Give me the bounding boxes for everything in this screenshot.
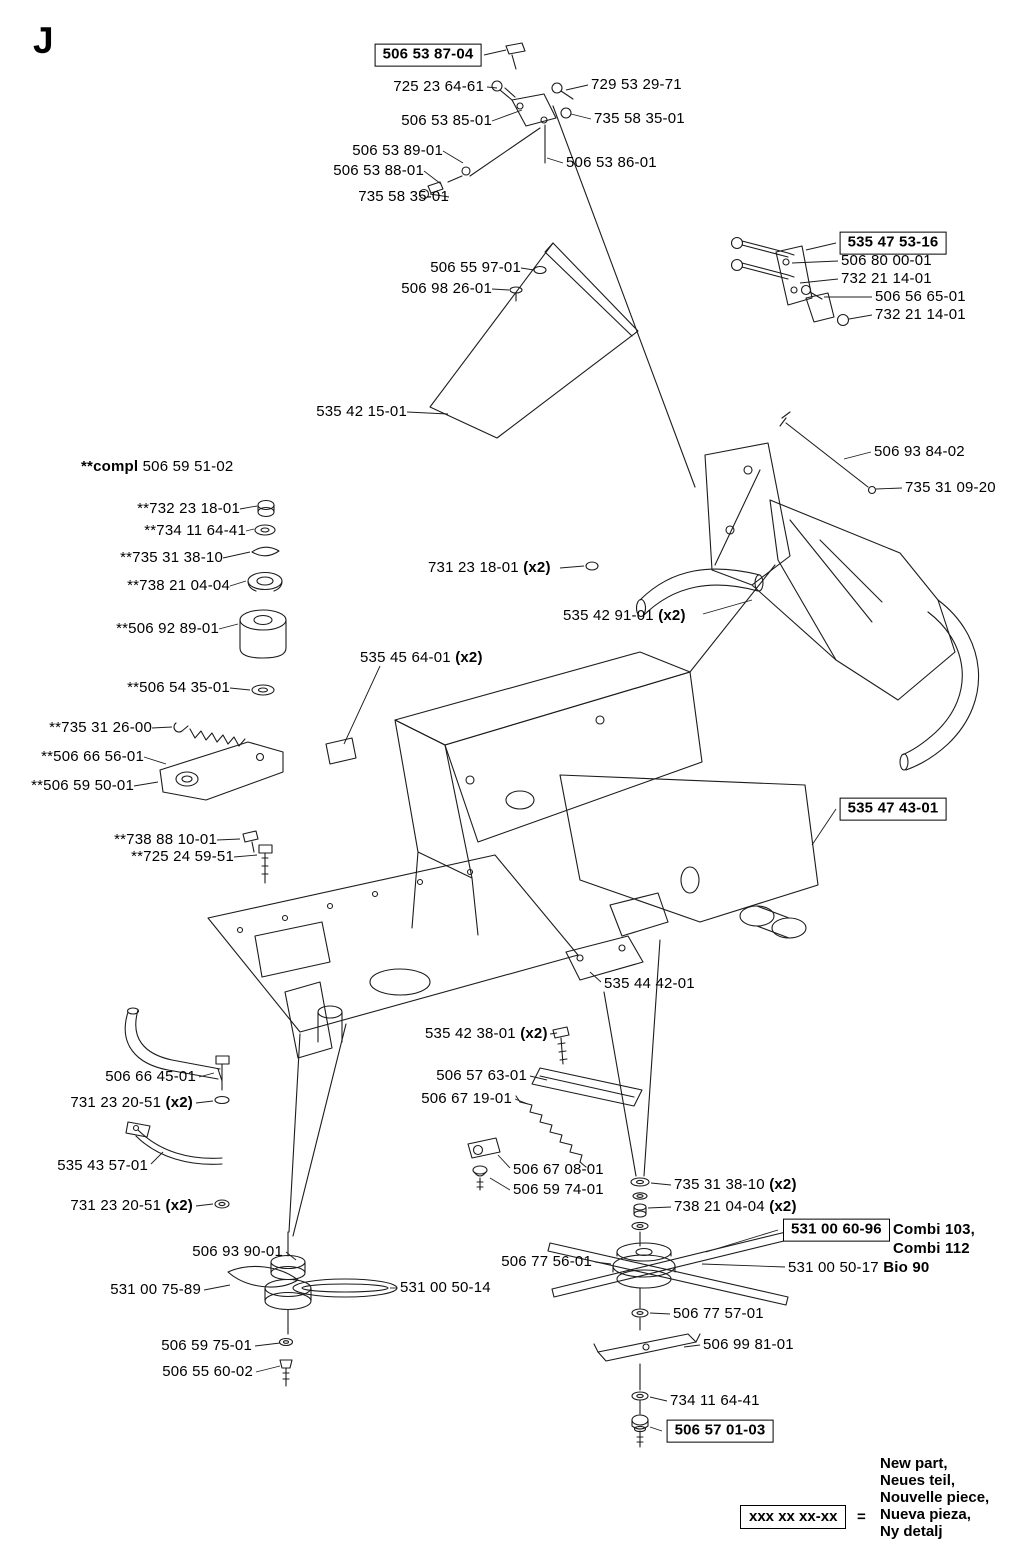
part-label-506-93-84-02: 506 93 84-02 xyxy=(874,443,965,461)
part-label-725-23-64-61: 725 23 64-61 xyxy=(393,78,484,96)
part-label-734-11-64-41: 734 11 64-41 xyxy=(670,1392,760,1410)
part-label-531-00-75-89: 531 00 75-89 xyxy=(110,1281,201,1299)
legend-box-label: xxx xx xx-xx xyxy=(749,1508,838,1525)
part-label-boxed-535-47-53-16: 535 47 53-16 xyxy=(839,231,947,255)
part-label-735-58-35-01: 735 58 35-01 xyxy=(358,188,449,206)
part-label-506-53-88-01: 506 53 88-01 xyxy=(333,162,424,180)
legend-part-number-box: xxx xx xx-xx xyxy=(740,1505,847,1529)
part-label-535-43-57-01: 535 43 57-01 xyxy=(57,1157,148,1175)
part-label-506-59-74-01: 506 59 74-01 xyxy=(513,1181,604,1199)
legend-line-sv: Ny detalj xyxy=(880,1523,943,1540)
part-label-combi-103-: Combi 103, xyxy=(893,1221,976,1239)
part-label-506-53-89-01: 506 53 89-01 xyxy=(352,142,443,160)
part-label-506-53-85-01: 506 53 85-01 xyxy=(401,112,492,130)
legend-line-fr: Nouvelle piece, xyxy=(880,1489,990,1506)
part-label-735-31-09-20: 735 31 09-20 xyxy=(905,479,996,497)
part-label-506-77-56-01: 506 77 56-01 xyxy=(501,1253,592,1271)
part-label-boxed-535-47-43-01: 535 47 43-01 xyxy=(839,797,947,821)
legend-text: New part, Neues teil, Nouvelle piece, Nu… xyxy=(880,1455,989,1540)
section-letter: J xyxy=(33,20,54,61)
part-label-738-88-10-01: **738 88 10-01 xyxy=(114,831,217,849)
legend-line-en: New part, xyxy=(880,1455,948,1472)
part-label-735-31-38-10: 735 31 38-10 (x2) xyxy=(674,1176,797,1194)
part-label-boxed-506-57-01-03: 506 57 01-03 xyxy=(666,1419,774,1443)
part-label-734-11-64-41: **734 11 64-41 xyxy=(144,522,246,540)
part-label-735-58-35-01: 735 58 35-01 xyxy=(594,110,685,128)
part-label-506-99-81-01: 506 99 81-01 xyxy=(703,1336,794,1354)
part-label-506-59-50-01: **506 59 50-01 xyxy=(31,777,134,795)
part-label-731-23-18-01: 731 23 18-01 (x2) xyxy=(428,559,551,577)
part-label-531-00-50-17: 531 00 50-17 Bio 90 xyxy=(788,1259,930,1277)
part-label-506-80-00-01: 506 80 00-01 xyxy=(841,252,932,270)
part-label-535-45-64-01: 535 45 64-01 (x2) xyxy=(360,649,483,667)
part-label-732-23-18-01: **732 23 18-01 xyxy=(137,500,240,518)
part-label-506-54-35-01: **506 54 35-01 xyxy=(127,679,230,697)
part-label-732-21-14-01: 732 21 14-01 xyxy=(841,270,932,288)
legend-line-es: Nueva pieza, xyxy=(880,1506,971,1523)
leader-lines xyxy=(133,49,903,1432)
part-label-506-67-19-01: 506 67 19-01 xyxy=(421,1090,512,1108)
part-label-731-23-20-51: 731 23 20-51 (x2) xyxy=(70,1094,193,1112)
part-label-506-92-89-01: **506 92 89-01 xyxy=(116,620,219,638)
part-label-731-23-20-51: 731 23 20-51 (x2) xyxy=(70,1197,193,1215)
part-label-535-42-38-01: 535 42 38-01 (x2) xyxy=(425,1025,548,1043)
part-label-506-59-51-02: **compl 506 59 51-02 xyxy=(81,458,234,476)
part-label-735-31-38-10: **735 31 38-10 xyxy=(120,549,223,567)
part-label-506-56-65-01: 506 56 65-01 xyxy=(875,288,966,306)
legend-equals-sign: = xyxy=(857,1508,866,1526)
part-label-506-59-75-01: 506 59 75-01 xyxy=(161,1337,252,1355)
part-label-506-77-57-01: 506 77 57-01 xyxy=(673,1305,764,1323)
part-label-506-66-56-01: **506 66 56-01 xyxy=(41,748,144,766)
part-label-506-55-60-02: 506 55 60-02 xyxy=(162,1363,253,1381)
part-label-506-53-86-01: 506 53 86-01 xyxy=(566,154,657,172)
part-label-729-53-29-71: 729 53 29-71 xyxy=(591,76,682,94)
part-label-combi-112: Combi 112 xyxy=(893,1240,970,1258)
part-label-535-42-15-01: 535 42 15-01 xyxy=(316,403,407,421)
part-label-boxed-506-53-87-04: 506 53 87-04 xyxy=(374,43,482,67)
part-label-732-21-14-01: 732 21 14-01 xyxy=(875,306,966,324)
part-label-738-21-04-04: 738 21 04-04 (x2) xyxy=(674,1198,797,1216)
part-label-506-66-45-01: 506 66 45-01 xyxy=(105,1068,196,1086)
part-label-506-67-08-01: 506 67 08-01 xyxy=(513,1161,604,1179)
part-label-531-00-50-14: 531 00 50-14 xyxy=(400,1279,491,1297)
part-label-506-93-90-01: 506 93 90-01 xyxy=(192,1243,283,1261)
part-label-535-44-42-01: 535 44 42-01 xyxy=(604,975,695,993)
part-label-725-24-59-51: **725 24 59-51 xyxy=(131,848,234,866)
part-label-506-55-97-01: 506 55 97-01 xyxy=(430,259,521,277)
part-label-738-21-04-04: **738 21 04-04 xyxy=(127,577,230,595)
part-label-506-98-26-01: 506 98 26-01 xyxy=(401,280,492,298)
part-label-735-31-26-00: **735 31 26-00 xyxy=(49,719,152,737)
part-label-506-57-63-01: 506 57 63-01 xyxy=(436,1067,527,1085)
legend-line-de: Neues teil, xyxy=(880,1472,956,1489)
part-label-535-42-91-01: 535 42 91-01 (x2) xyxy=(563,607,686,625)
part-label-boxed-531-00-60-96: 531 00 60-96 xyxy=(783,1218,890,1242)
